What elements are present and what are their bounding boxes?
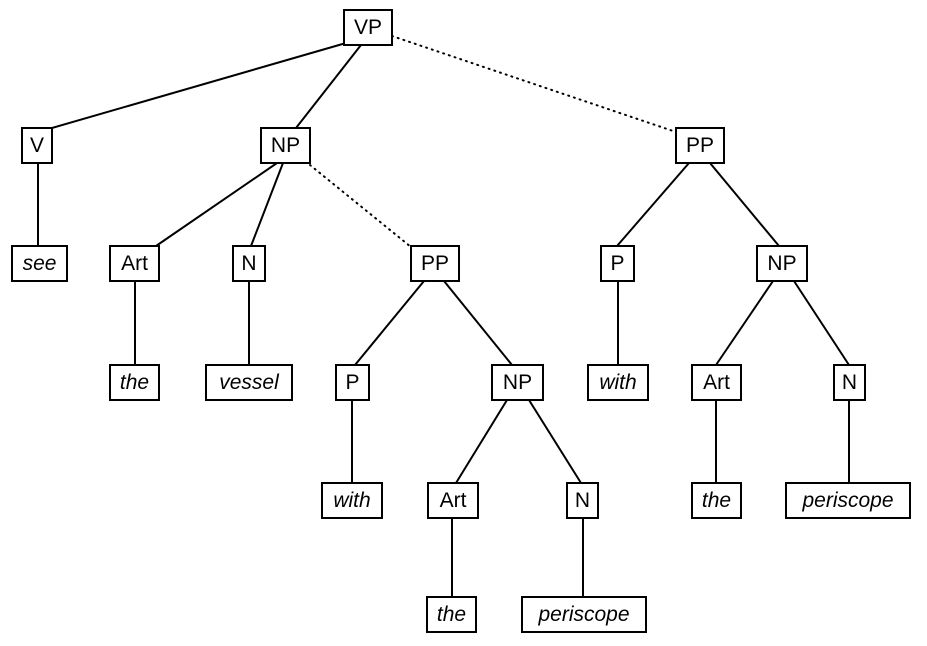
node-label-with_m: with — [333, 489, 370, 512]
node-box-np_mid — [491, 364, 544, 401]
node-box-art_right — [691, 364, 742, 401]
tree-edge-np_right-art_right — [715, 280, 774, 366]
node-box-art_mid — [427, 482, 479, 519]
node-label-persc_m: periscope — [537, 603, 629, 626]
node-box-the_r — [691, 482, 742, 519]
node-box-p_mid — [335, 364, 370, 401]
node-box-n_right — [833, 364, 866, 401]
node-label-art_mid: Art — [440, 489, 467, 512]
node-box-pp_mid — [410, 245, 460, 282]
leaf-node-see[interactable]: see — [11, 245, 68, 282]
tree-node-p_right[interactable]: P — [600, 245, 635, 282]
tree-edge-np_mid-art_mid — [455, 399, 508, 484]
tree-edge-np_right-n_right — [793, 280, 850, 366]
tree-edge-vp-pp_right — [391, 35, 677, 133]
tree-edge-np1-art1 — [155, 162, 278, 247]
tree-node-np_right[interactable]: NP — [756, 245, 808, 282]
leaf-node-the_r[interactable]: the — [691, 482, 742, 519]
node-label-the_r: the — [702, 489, 731, 512]
node-label-p_mid: P — [345, 371, 359, 394]
node-label-pp_right: PP — [686, 134, 714, 157]
tree-edge-pp_right-np_right — [709, 162, 780, 247]
tree-node-np_mid[interactable]: NP — [491, 364, 544, 401]
node-box-n_mid — [566, 482, 599, 519]
node-box-persc_r — [785, 482, 911, 519]
leaf-node-vessel[interactable]: vessel — [205, 364, 293, 401]
tree-node-v[interactable]: V — [21, 127, 53, 164]
node-label-with_r: with — [599, 371, 636, 394]
node-box-np_right — [756, 245, 808, 282]
tree-node-art1[interactable]: Art — [109, 245, 160, 282]
edge-layer — [37, 35, 850, 597]
node-label-v: V — [30, 134, 44, 157]
node-box-with_r — [587, 364, 649, 401]
node-label-persc_r: periscope — [801, 489, 893, 512]
node-box-the1 — [109, 364, 160, 401]
tree-edge-np_mid-n_mid — [528, 399, 582, 484]
leaf-node-with_r[interactable]: with — [587, 364, 649, 401]
node-box-persc_m — [521, 596, 647, 633]
node-box-p_right — [600, 245, 635, 282]
leaf-node-with_m[interactable]: with — [321, 482, 383, 519]
tree-edge-pp_mid-p_mid — [354, 280, 425, 366]
node-label-see: see — [23, 252, 57, 275]
node-box-see — [11, 245, 68, 282]
leaf-node-the1[interactable]: the — [109, 364, 160, 401]
tree-node-n_mid[interactable]: N — [566, 482, 599, 519]
node-label-pp_mid: PP — [421, 252, 449, 275]
node-label-np_right: NP — [767, 252, 796, 275]
node-label-n_right: N — [842, 371, 857, 394]
node-label-vessel: vessel — [219, 371, 280, 394]
leaf-node-persc_r[interactable]: periscope — [785, 482, 911, 519]
tree-node-pp_right[interactable]: PP — [675, 127, 725, 164]
node-box-vp — [343, 9, 393, 46]
node-box-np1 — [260, 127, 311, 164]
node-label-art1: Art — [121, 252, 148, 275]
tree-edge-vp-v — [44, 42, 347, 131]
node-label-the_m: the — [437, 603, 466, 626]
node-label-n1: N — [241, 252, 256, 275]
node-label-p_right: P — [610, 252, 624, 275]
node-label-n_mid: N — [575, 489, 590, 512]
node-label-vp: VP — [354, 16, 382, 39]
node-label-np1: NP — [271, 134, 300, 157]
leaf-node-the_m[interactable]: the — [426, 596, 477, 633]
tree-node-n_right[interactable]: N — [833, 364, 866, 401]
leaf-node-persc_m[interactable]: periscope — [521, 596, 647, 633]
node-box-n1 — [232, 245, 266, 282]
node-label-the1: the — [120, 371, 149, 394]
tree-edge-vp-np1 — [295, 44, 362, 129]
tree-node-art_mid[interactable]: Art — [427, 482, 479, 519]
tree-edge-pp_right-p_right — [616, 162, 690, 247]
node-label-np_mid: NP — [503, 371, 532, 394]
tree-node-pp_mid[interactable]: PP — [410, 245, 460, 282]
node-box-with_m — [321, 482, 383, 519]
tree-edge-np1-n1 — [250, 162, 284, 247]
node-box-the_m — [426, 596, 477, 633]
node-box-v — [21, 127, 53, 164]
node-label-art_right: Art — [703, 371, 730, 394]
node-box-art1 — [109, 245, 160, 282]
node-box-pp_right — [675, 127, 725, 164]
tree-node-np1[interactable]: NP — [260, 127, 311, 164]
tree-node-p_mid[interactable]: P — [335, 364, 370, 401]
tree-node-vp[interactable]: VP — [343, 9, 393, 46]
node-box-vessel — [205, 364, 293, 401]
tree-edge-pp_mid-np_mid — [443, 280, 513, 366]
tree-edge-np1-pp_mid — [309, 164, 412, 248]
tree-node-n1[interactable]: N — [232, 245, 266, 282]
tree-node-art_right[interactable]: Art — [691, 364, 742, 401]
